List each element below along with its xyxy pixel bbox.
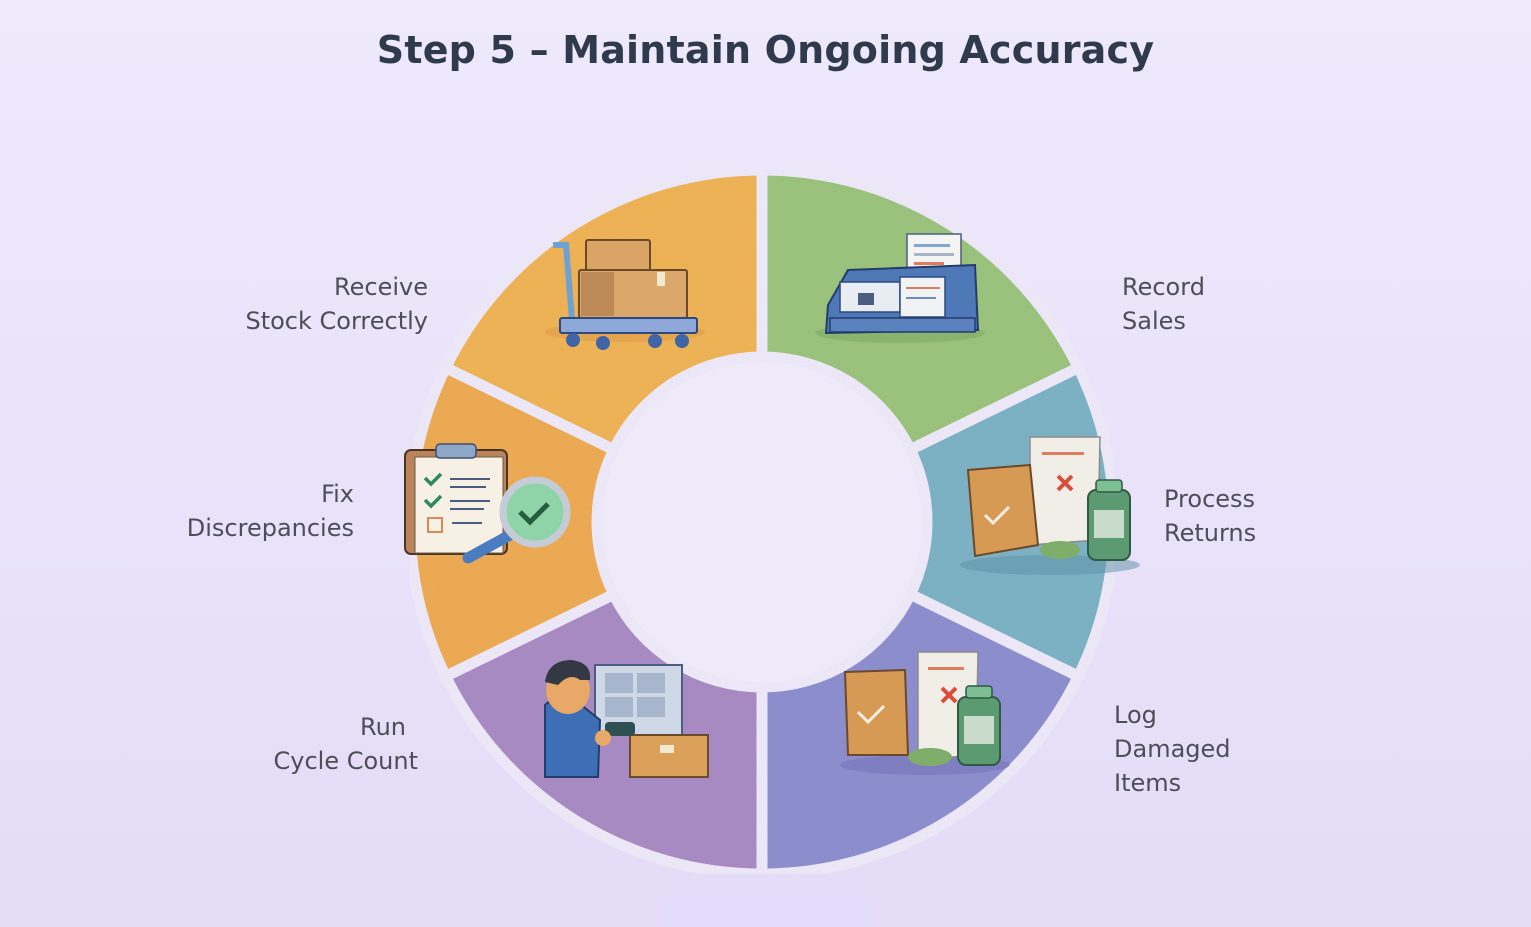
label-line: Receive: [334, 273, 428, 301]
label-line: Stock Correctly: [245, 307, 428, 335]
label-line: Fix: [321, 480, 354, 508]
label-line: Sales: [1122, 307, 1186, 335]
label-damaged: Log Damaged Items: [1114, 698, 1314, 800]
damaged-goods-icon: [840, 651, 1010, 775]
label-line: Log: [1114, 701, 1157, 729]
returned-package-icon: [960, 436, 1140, 575]
worker-scanning-icon: [544, 660, 709, 778]
label-receive: Receive Stock Correctly: [188, 270, 428, 338]
label-line: Record: [1122, 273, 1205, 301]
label-line: Run: [359, 713, 406, 741]
cash-register-icon: [815, 233, 985, 343]
label-cycle: Run Cycle Count: [160, 710, 419, 778]
clipboard-magnifier-icon: [404, 443, 571, 564]
page-title: Step 5 – Maintain Ongoing Accuracy: [376, 28, 1155, 72]
label-line: Cycle Count: [273, 747, 419, 775]
label-record: Record Sales: [1122, 270, 1322, 338]
label-fix: Fix Discrepancies: [100, 477, 354, 545]
label-line: Damaged: [1114, 735, 1231, 763]
label-line: Items: [1114, 769, 1182, 797]
label-line: Returns: [1164, 519, 1257, 547]
ring-center: [602, 362, 922, 682]
label-returns: Process Returns: [1164, 482, 1364, 550]
label-line: Discrepancies: [186, 514, 354, 542]
bottom-strip: [665, 890, 870, 927]
hand-truck-with-boxes-icon: [545, 239, 705, 350]
label-line: Process: [1164, 485, 1256, 513]
